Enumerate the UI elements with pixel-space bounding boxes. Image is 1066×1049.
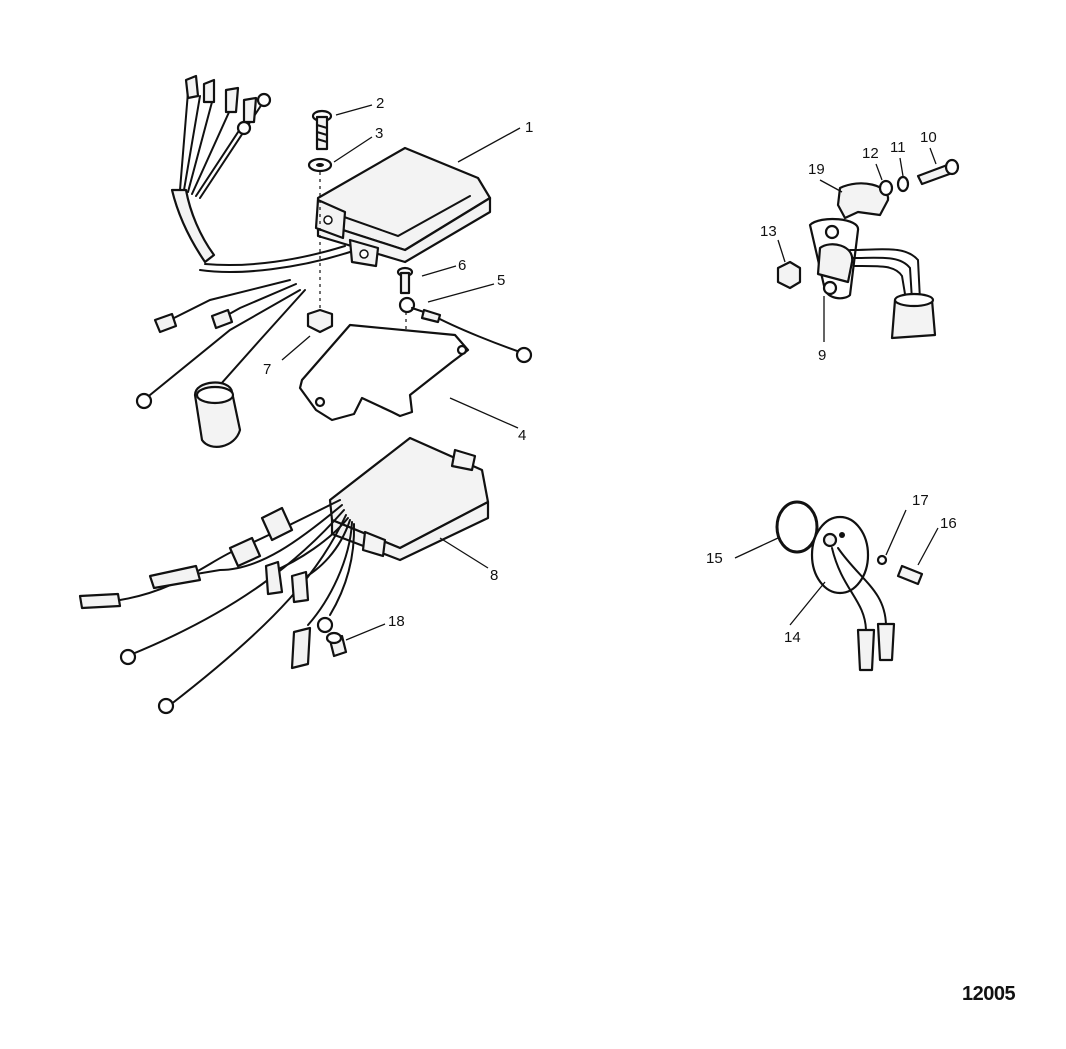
screw-10	[916, 158, 960, 186]
washer-11	[896, 175, 910, 193]
callout-7: 7	[263, 361, 271, 378]
callout-9: 9	[818, 347, 826, 364]
screw-18	[325, 631, 348, 658]
callout-11: 11	[890, 139, 906, 156]
callout-2: 2	[376, 95, 384, 112]
screw-6	[396, 266, 414, 295]
washer-3	[307, 157, 333, 173]
washer-12	[878, 179, 894, 197]
callout-1: 1	[525, 119, 533, 136]
module-upper	[314, 146, 492, 268]
callout-6: 6	[458, 257, 466, 274]
sensor-plate-14	[810, 515, 896, 672]
callout-8: 8	[490, 567, 498, 584]
callout-18: 18	[388, 613, 405, 630]
callout-13: 13	[760, 223, 777, 240]
callout-10: 10	[920, 129, 937, 146]
callout-17: 17	[912, 492, 929, 509]
nut-7	[306, 308, 334, 334]
wire-harness-upper	[135, 74, 351, 448]
callout-16: 16	[940, 515, 957, 532]
lock-washer-17	[876, 554, 888, 566]
figure-number: 12005	[962, 983, 1016, 1005]
screw-2	[311, 109, 333, 151]
callout-14: 14	[784, 629, 801, 646]
o-ring-15	[775, 500, 819, 554]
callout-5: 5	[497, 272, 505, 289]
callout-19: 19	[808, 161, 825, 178]
mounting-plate-4	[298, 323, 470, 422]
nut-13	[776, 260, 802, 290]
callout-15: 15	[706, 550, 723, 567]
screw-16	[896, 564, 924, 586]
callout-12: 12	[862, 145, 879, 162]
ground-strap-5	[398, 296, 533, 364]
sensor-bracket-9	[808, 217, 937, 340]
callout-4: 4	[518, 427, 526, 444]
wire-harness-lower	[78, 499, 356, 715]
callout-3: 3	[375, 125, 383, 142]
